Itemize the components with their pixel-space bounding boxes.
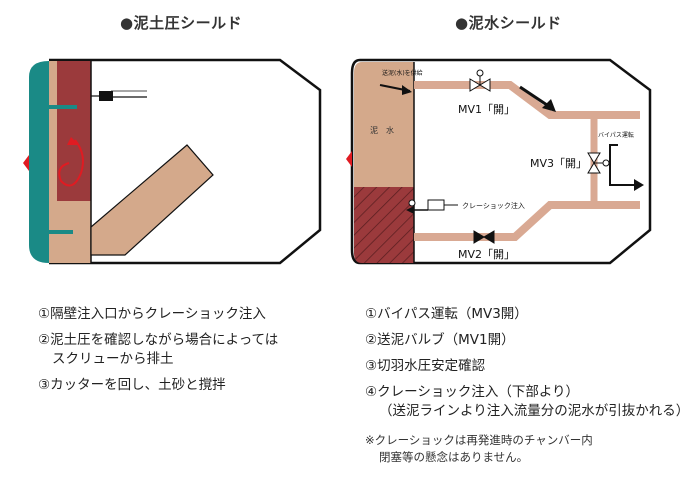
clay-injection-arrow-head [406,206,414,214]
earth-pressure-shield-diagram [23,58,322,265]
teal-bar-bottom [45,230,73,234]
footnote-line2: 閉塞等の懸念はありません。 [379,450,529,464]
slurry-shield-diagram: 送泥(水)を供給 MV1「開」 バイパス運転 MV3「開」 クレーショック注入 … [346,58,652,265]
flow-arrow-diagonal-head [542,99,556,112]
cutter-tip [23,155,29,171]
right-step-4-line2: （送泥ラインより注入流量分の泥水が引抜かれる） [379,403,690,419]
supply-label: 送泥(水)を供給 [382,69,423,77]
inflow-arrow-head [402,85,412,95]
left-step-1: ①隔壁注入口からクレーショック注入 [38,306,266,322]
return-arrow-head [634,179,644,191]
mv3-valve-top [587,152,601,164]
slurry-steps: ①バイパス運転（MV3開） ②送泥バルブ（MV1開） ③切羽水圧安定確認 ④クレ… [365,305,689,428]
teal-bar-top [45,105,77,109]
right-step-4: ④クレーショック注入（下部より） （送泥ラインより注入流量分の泥水が引抜かれる） [365,383,689,421]
cutter-tip [346,151,352,167]
clay-injection-port [408,199,416,207]
supply-pipe [414,81,640,119]
return-arrow [609,144,640,186]
right-step-1: ①バイパス運転（MV3開） [365,306,528,322]
chamber-clay-zone [354,187,414,263]
footnote: ※クレーショックは再発進時のチャンバー内 閉塞等の懸念はありません。 [365,432,593,466]
mud-zone [57,61,91,201]
earth-pressure-steps: ①隔壁注入口からクレーショック注入 ②泥土圧を確認しながら場合によっては スクリ… [38,305,278,402]
left-step-2: ②泥土圧を確認しながら場合によっては スクリューから排土 [38,331,278,369]
mv3-valve-bottom [587,162,601,174]
stir-swirl [58,139,84,187]
mv1-valve-left [469,78,481,92]
shield-outline [49,58,322,265]
chamber-slurry [354,62,414,187]
mv1-handle [476,69,484,77]
left-step-2-line2: スクリューから排土 [52,351,174,367]
mv3-handle [602,159,610,167]
bypass-label: バイパス運転 [598,131,634,139]
chamber-label: 泥 水 [370,125,394,135]
left-step-2-line1: ②泥土圧を確認しながら場合によっては [38,332,279,348]
discharge-pipe [414,201,640,241]
mv1-valve-right [479,78,491,92]
shield-outline [350,58,652,265]
clay-injection-label: クレーショック注入 [462,201,525,210]
mv2-label: MV2「開」 [458,248,515,261]
cutter-face [29,61,49,263]
earth-pressure-shield-title: ●泥土圧シールド [120,14,243,32]
left-step-3: ③カッターを回し、土砂と撹拌 [38,377,226,393]
mv2-valve-left [473,230,485,244]
right-step-3: ③切羽水圧安定確認 [365,358,486,374]
mv1-label: MV1「開」 [458,103,515,116]
screw-conveyor [90,144,214,256]
slurry-shield-title: ●泥水シールド [455,14,562,32]
flow-arrow-diagonal [519,85,551,109]
footnote-line1: ※クレーショックは再発進時のチャンバー内 [365,433,593,447]
stir-arrow-head [67,137,79,145]
injection-valve [99,91,113,101]
mv3-label: MV3「開」 [530,157,587,170]
mv2-valve-right [483,230,495,244]
right-step-2: ②送泥バルブ（MV1開） [365,332,515,348]
clay-injection-pump [427,199,445,211]
right-step-4-line1: ④クレーショック注入（下部より） [365,384,580,400]
